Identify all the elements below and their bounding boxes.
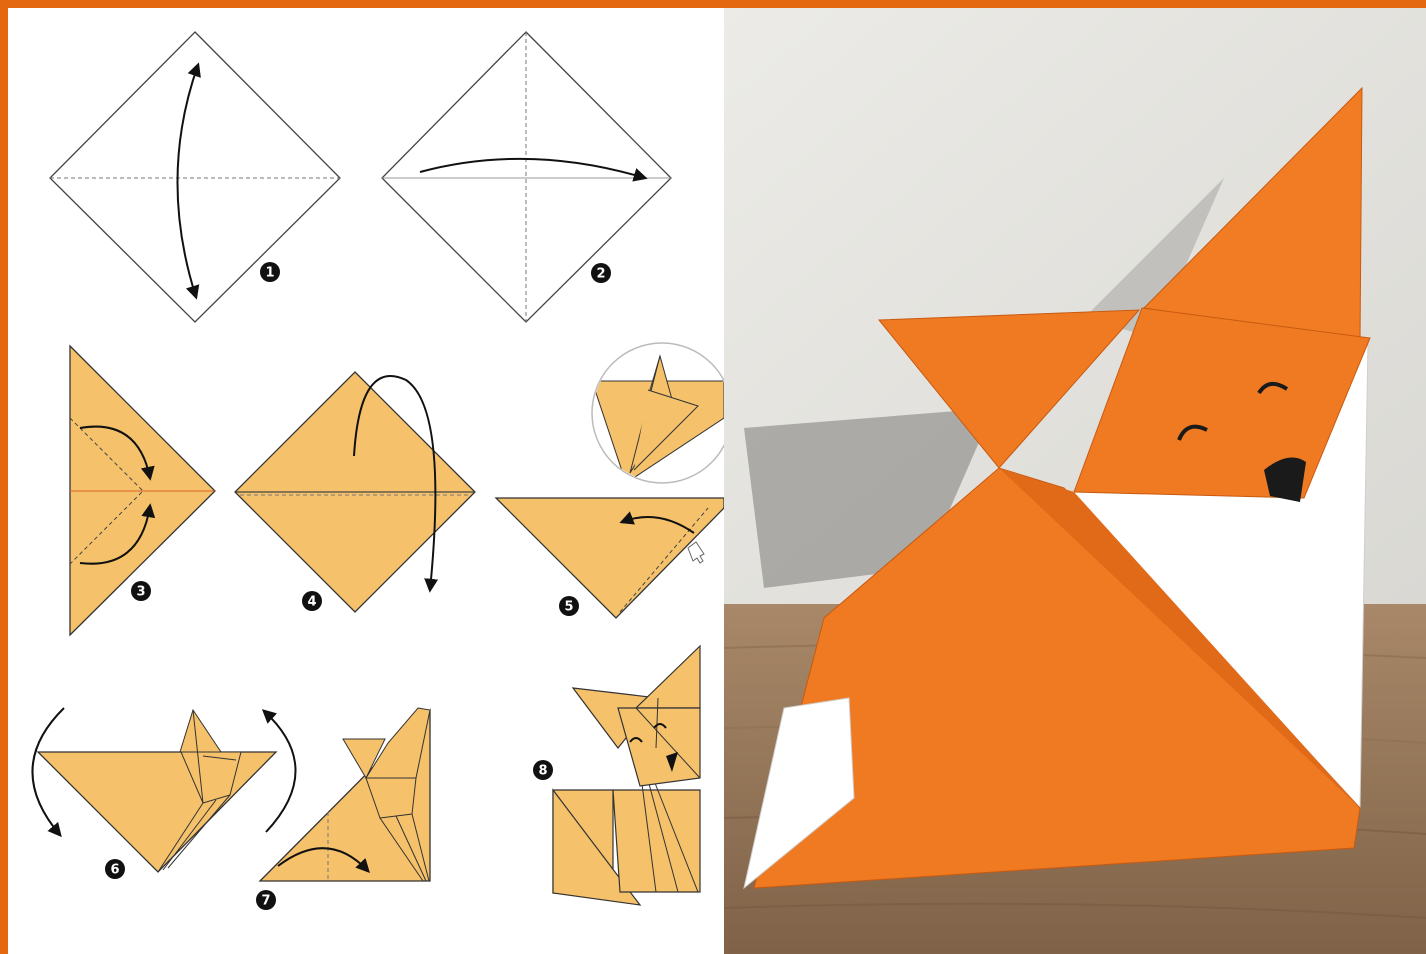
step-7-number-badge: 7 bbox=[256, 890, 276, 910]
step-1-diagram bbox=[50, 32, 340, 322]
step-8-number-badge: 8 bbox=[533, 760, 553, 780]
finished-fox-photo bbox=[724, 8, 1426, 954]
step-2-number: 2 bbox=[596, 267, 605, 282]
step-6-number: 6 bbox=[110, 863, 119, 878]
step-1-number: 1 bbox=[265, 266, 274, 281]
step-6-number-badge: 6 bbox=[105, 859, 125, 879]
step-5-detail-inset bbox=[592, 343, 724, 483]
step-4-diagram bbox=[235, 372, 475, 612]
step-4-number: 4 bbox=[307, 595, 316, 610]
step-4-number-badge: 4 bbox=[302, 591, 322, 611]
step-5-number-badge: 5 bbox=[559, 596, 579, 616]
step-8-number: 8 bbox=[538, 764, 547, 779]
step-3-number: 3 bbox=[136, 585, 145, 600]
step-2-number-badge: 2 bbox=[591, 263, 611, 283]
step-3-number-badge: 3 bbox=[131, 581, 151, 601]
folding-instructions-panel: 1 2 3 bbox=[8, 8, 724, 954]
step-1-number-badge: 1 bbox=[260, 262, 280, 282]
step-7-diagram bbox=[260, 708, 430, 881]
step-2-diagram bbox=[382, 32, 671, 322]
step-5-number: 5 bbox=[564, 600, 573, 615]
step-5-diagram bbox=[496, 498, 724, 618]
step-6-diagram bbox=[32, 708, 295, 872]
step-7-number: 7 bbox=[261, 894, 270, 909]
step-8-finished-fox bbox=[553, 646, 700, 905]
